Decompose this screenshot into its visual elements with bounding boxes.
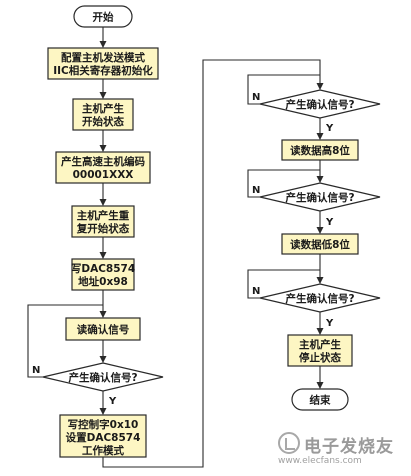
d1-no-label: N [252,92,260,103]
ack-decision-2-label: 产生确认信号? [285,191,354,204]
read-low-label: 读数据低8位 [290,238,350,251]
master-start-line2: 开始状态 [82,115,124,128]
read-ack-label: 读确认信号 [77,323,130,336]
write-addr-line1: 写DAC8574 [71,263,135,275]
d1-yes-label: Y [325,123,334,134]
watermark: 电子发烧友 www.elecfans.com [278,430,408,474]
repeated-start-line1: 主机产生重 [77,209,130,222]
end-terminator [291,388,349,411]
edge-d3-no-loop [247,269,320,299]
master-start-line1: 主机产生 [82,102,124,115]
edge-d2-no-loop [247,169,320,198]
write-ctrl-line2: 设置DAC8574 [66,431,141,444]
config-master-line1: 配置主机发送模式 [61,51,145,64]
write-ctrl-line1: 写控制字0x10 [68,418,139,431]
edge-to-right-column [102,59,321,468]
end-label: 结束 [310,394,331,407]
left-no-label: N [32,365,40,376]
config-master-line2: IIC相关寄存器初始化 [53,64,153,77]
write-ctrl-box [59,414,147,458]
ack-decision-left-label: 产生确认信号? [68,371,137,384]
left-yes-label: Y [108,396,117,407]
read-high-label: 读数据高8位 [290,144,350,157]
edge-left-no-loop [27,304,103,378]
watermark-main: 电子发烧友 [304,437,394,457]
d3-yes-label: Y [325,318,334,329]
hs-code-line1: 产生高速主机编码 [61,155,145,168]
d2-no-label: N [252,185,260,196]
d2-yes-label: Y [325,217,334,228]
ack-decision-3-label: 产生确认信号? [285,292,354,305]
start-label: 开始 [93,11,114,24]
edge-d1-no-loop [247,74,320,105]
hs-code-box [55,151,151,184]
watermark-sub: www.elecfans.com [278,456,362,466]
write-addr-line2: 地址0x98 [78,275,128,288]
config-master-box [47,47,159,80]
ack-decision-1-label: 产生确认信号? [285,98,354,111]
master-stop-box [287,334,353,367]
repeated-start-line2: 复开始状态 [76,222,130,235]
master-stop-line1: 主机产生 [299,338,341,351]
watermark-logo-icon [278,432,300,454]
d3-no-label: N [252,286,260,297]
master-stop-line2: 停止状态 [299,351,341,364]
write-ctrl-line3: 工作模式 [82,444,124,457]
hs-code-line2: 00001XXX [73,169,134,181]
